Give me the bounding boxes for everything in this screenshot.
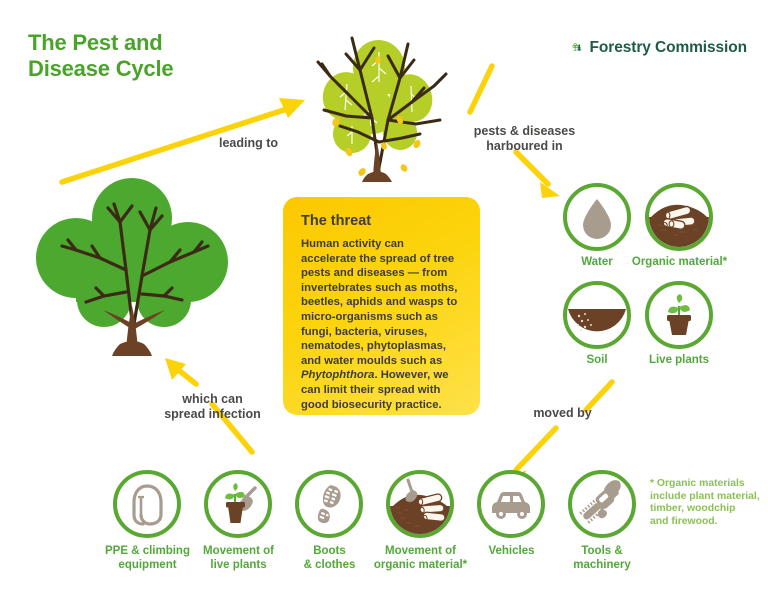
circle-label-vehicles: Vehicles [488, 545, 535, 557]
connector-label-harboured-in: pests & diseases harboured in [462, 124, 587, 154]
threat-body-part2: . However, we can limit their spread wit… [301, 369, 449, 411]
threat-body: Human activity can accelerate the spread… [301, 237, 462, 412]
spade-part [405, 478, 418, 502]
page-title-line1: The Pest and [28, 30, 163, 55]
circle-icon-live-plants[interactable] [645, 281, 713, 349]
circle-label-move-org-line2: organic material* [373, 558, 468, 571]
footnote-line4: and firewood. [650, 515, 718, 527]
circle-label-organic-material: Organic material* [631, 256, 728, 268]
threat-body-part1: Human activity can accelerate the spread… [301, 238, 458, 367]
circle-label-ppe-line2: equipment [118, 558, 177, 571]
circle-label-soil: Soil [586, 354, 608, 366]
circle-icon-movement-live-plants[interactable] [204, 470, 272, 538]
logo-mark [572, 43, 582, 52]
footnote-line2: include plant material, [650, 490, 760, 502]
seedling-and-spade-icon [225, 483, 257, 523]
deciduous-tree-icon [572, 43, 578, 49]
arrow-harboured-in [467, 63, 560, 198]
circle-label-move-org-line1: Movement of [385, 545, 456, 557]
chainsaw-and-spade-icon [579, 480, 621, 524]
connector-label-spread-line1: which can [182, 392, 243, 406]
connector-label-harboured-in-line1: pests & diseases [473, 124, 576, 138]
four-by-four-vehicle-icon [492, 492, 530, 519]
deciduous-trunk [574, 47, 576, 51]
circle-label-tools-line2: machinery [573, 558, 631, 571]
healthy-branches [60, 202, 210, 332]
circle-label-ppe: PPE & climbing equipment [98, 545, 197, 572]
circle-icon-tools-machinery[interactable] [568, 470, 636, 538]
chainsaw-part [579, 490, 615, 524]
connector-label-spread-infection: which can spread infection [150, 392, 275, 422]
boot-print-icon [317, 485, 341, 524]
footnote-organic-materials: * Organic materials include plant materi… [650, 478, 765, 528]
connector-label-leading-to: leading to [196, 136, 301, 151]
forestry-commission-logo: Forestry Commission [572, 30, 747, 66]
deciduous-base [573, 50, 577, 51]
soil-fill-icon [568, 309, 626, 332]
circle-label-tools-machinery: Tools & machinery [556, 545, 648, 572]
circle-label-water: Water [581, 256, 613, 268]
diseased-branches [316, 36, 448, 170]
circle-icon-ppe-climbing-equipment[interactable] [113, 470, 181, 538]
circle-icon-movement-organic-material[interactable] [386, 470, 454, 538]
healthy-tree [36, 178, 228, 356]
footnote-line1: * Organic materials [650, 478, 745, 489]
circle-icon-organic-material[interactable] [645, 183, 713, 251]
logo-text: Forestry Commission [589, 39, 748, 56]
circle-label-boots-line1: Boots [313, 545, 346, 557]
circle-label-boots-clothes: Boots & clothes [285, 545, 374, 572]
circle-label-ppe-line1: PPE & climbing [105, 545, 190, 557]
logs-spade-soil-icon [390, 478, 450, 534]
carabiner-icon [132, 484, 163, 526]
potted-seedling-icon [667, 294, 691, 335]
cycle-arrows [59, 63, 615, 490]
threat-body-italic: Phytophthora [301, 369, 375, 382]
threat-callout-box: The threat Human activity can accelerate… [283, 197, 480, 415]
circle-label-move-plants-line1: Movement of [203, 545, 274, 557]
circle-icon-boots-clothes[interactable] [295, 470, 363, 538]
circle-label-live-plants: Live plants [648, 354, 710, 366]
circle-label-move-plants-line2: live plants [210, 558, 267, 571]
falling-leaves [332, 56, 421, 176]
cut-logs-on-soil-icon [649, 204, 709, 247]
connector-label-moved-by-text: moved by [533, 406, 592, 420]
circle-label-movement-organic-material: Movement of organic material* [366, 545, 475, 572]
arrow-leading-to [59, 98, 305, 185]
circle-icon-vehicles[interactable] [477, 470, 545, 538]
conifer-tree-icon [576, 43, 582, 52]
circle-icon-water[interactable] [563, 183, 631, 251]
page-title: The Pest and Disease Cycle [28, 30, 288, 82]
circle-label-boots-line2: & clothes [303, 558, 356, 571]
diseased-tree [316, 36, 448, 182]
connector-label-spread-line2: spread infection [164, 407, 261, 421]
circle-icon-soil[interactable] [563, 281, 631, 349]
footnote-line3: timber, woodchip [650, 503, 736, 515]
healthy-trunk [103, 306, 165, 356]
water-droplet-icon [583, 199, 611, 239]
circle-label-tools-line1: Tools & [581, 545, 623, 557]
connector-label-moved-by: moved by [520, 406, 605, 421]
healthy-foliage [36, 178, 228, 327]
connector-label-leading-to-text: leading to [218, 136, 279, 150]
arrow-spread-infection [165, 358, 255, 455]
page-title-line2: Disease Cycle [28, 56, 174, 81]
diseased-trunk [362, 142, 392, 182]
connector-label-harboured-in-line2: harboured in [486, 139, 563, 153]
circle-label-movement-live-plants: Movement of live plants [190, 545, 287, 572]
threat-title: The threat [301, 213, 372, 229]
